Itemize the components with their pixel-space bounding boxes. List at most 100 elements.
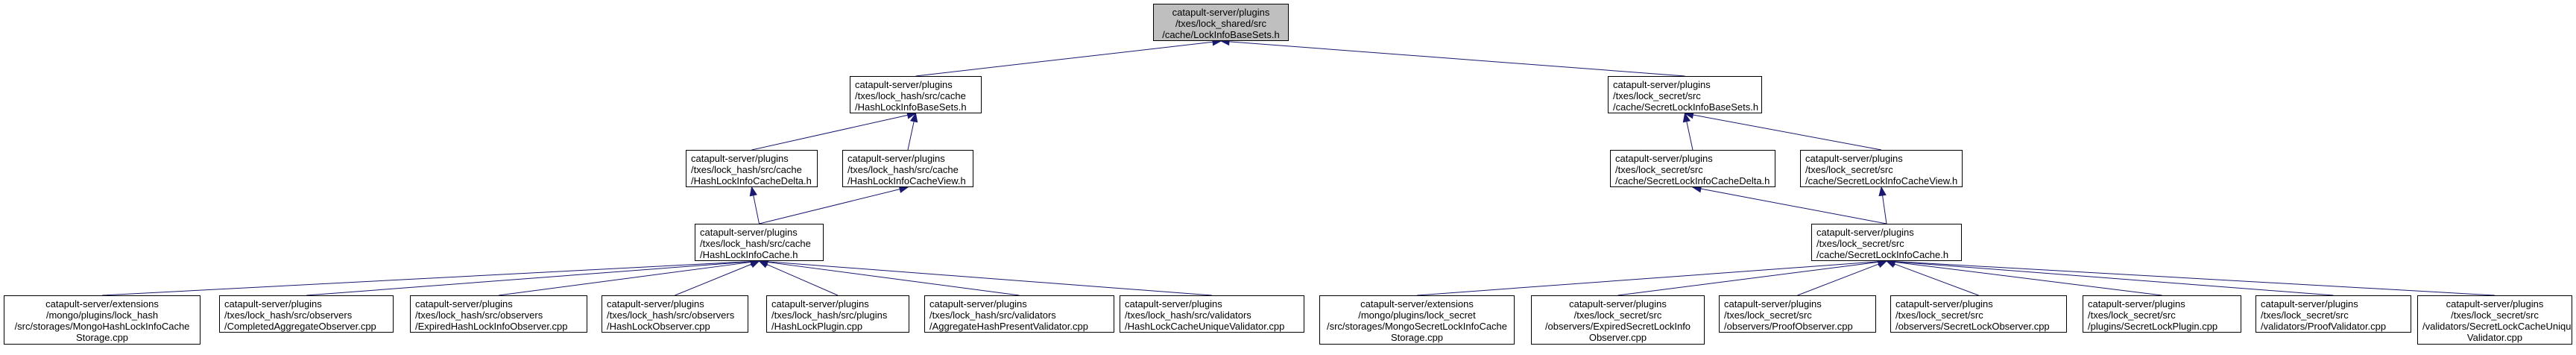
- node-hash-cache-unique[interactable]: catapult-server/plugins/txes/lock_hash/s…: [1120, 295, 1304, 333]
- node-label-line: /validators/SecretLockCacheUnique: [2422, 321, 2572, 332]
- node-label-line: catapult-server/plugins: [2446, 298, 2544, 310]
- node-hash-base-sets[interactable]: catapult-server/plugins/txes/lock_hash/s…: [850, 76, 982, 113]
- node-label-line: /cache/SecretLockInfoBaseSets.h: [1613, 101, 1759, 113]
- edge-arrowhead: [1682, 112, 1691, 123]
- edge-secret-base-sets-to-root: [1219, 37, 1685, 77]
- node-label-line: Storage.cpp: [75, 332, 129, 343]
- node-secret-base-sets[interactable]: catapult-server/plugins/txes/lock_secret…: [1608, 76, 1762, 113]
- node-label-line: /HashLockCacheUniqueValidator.cpp: [1125, 321, 1285, 332]
- node-label-line: catapult-server/plugins: [847, 153, 945, 164]
- edge-mongo-secret-to-secret-cache: [1416, 257, 1888, 296]
- node-label-line: /src/storages/MongoSecretLockInfoCache: [1326, 321, 1508, 332]
- node-proof-validator[interactable]: catapult-server/plugins/txes/lock_secret…: [2255, 295, 2411, 333]
- node-proof-observer[interactable]: catapult-server/plugins/txes/lock_secret…: [1719, 295, 1876, 333]
- node-label-line: /txes/lock_secret/src: [1573, 310, 1662, 321]
- node-hash-cache[interactable]: catapult-server/plugins/txes/lock_hash/s…: [695, 224, 824, 261]
- node-label-line: /cache/SecretLockInfoCacheDelta.h: [1615, 175, 1770, 186]
- edge-line: [1894, 261, 2162, 296]
- edge-completed-aggregate-to-hash-cache: [306, 257, 760, 296]
- edge-line: [306, 261, 751, 296]
- node-label-line: /txes/lock_secret/src: [1895, 310, 1983, 321]
- edge-secret-cache-to-secret-cache-delta: [1691, 184, 1887, 224]
- edge-secret-cache-unique-to-secret-cache: [1885, 257, 2496, 296]
- node-label-line: /HashLockInfoCacheDelta.h: [691, 175, 812, 186]
- node-hash-lock-plugin[interactable]: catapult-server/plugins/txes/lock_hash/s…: [766, 295, 909, 333]
- node-label-line: /txes/lock_secret/src: [1615, 164, 1703, 175]
- edge-hash-cache-unique-to-hash-cache: [758, 257, 1213, 296]
- edge-line: [1228, 41, 1685, 77]
- node-aggregate-hash-present[interactable]: catapult-server/plugins/txes/lock_hash/s…: [924, 295, 1114, 333]
- edge-line: [767, 261, 1213, 296]
- node-label-line: catapult-server/plugins: [607, 298, 704, 310]
- node-label-line: catapult-server/plugins: [691, 153, 789, 164]
- node-label-line: /txes/lock_hash/src/cache: [691, 164, 802, 175]
- node-label-line: /plugins/SecretLockPlugin.cpp: [2088, 321, 2218, 332]
- edge-line: [1894, 261, 2334, 296]
- edge-hash-lock-observer-to-hash-cache: [675, 260, 760, 296]
- node-label-line: /txes/lock_secret/src: [1613, 90, 1701, 101]
- edge-hash-cache-delta-to-hash-base-sets: [751, 111, 917, 151]
- edge-line: [1617, 261, 1879, 296]
- node-label-line: catapult-server/plugins: [1569, 298, 1667, 310]
- edge-line: [753, 195, 760, 224]
- node-label-line: /ExpiredHashLockInfoObserver.cpp: [415, 321, 568, 332]
- node-label-line: catapult-server/plugins: [1172, 7, 1270, 18]
- node-label-line: /CompletedAggregateObserver.cpp: [224, 321, 376, 332]
- edge-hash-cache-view-to-hash-base-sets: [907, 112, 918, 151]
- edge-line: [101, 261, 751, 296]
- edge-arrowhead: [909, 112, 918, 123]
- node-hash-cache-delta[interactable]: catapult-server/plugins/txes/lock_hash/s…: [686, 150, 818, 187]
- node-expired-secret[interactable]: catapult-server/plugins/txes/lock_secret…: [1531, 295, 1705, 345]
- node-label-line: catapult-server/plugins: [1615, 153, 1713, 164]
- node-label-line: /HashLockInfoCache.h: [700, 249, 798, 260]
- node-label-line: /txes/lock_secret/src: [1816, 238, 1904, 249]
- node-root: catapult-server/plugins/txes/lock_shared…: [1153, 4, 1289, 41]
- node-label-line: catapult-server/plugins: [415, 298, 513, 310]
- node-secret-cache-delta[interactable]: catapult-server/plugins/txes/lock_secret…: [1610, 150, 1775, 187]
- node-label-line: catapult-server/plugins: [771, 298, 869, 310]
- node-label-line: /HashLockInfoBaseSets.h: [855, 101, 967, 113]
- node-label-line: catapult-server/plugins: [1805, 153, 1903, 164]
- node-secret-cache[interactable]: catapult-server/plugins/txes/lock_secret…: [1811, 224, 1962, 261]
- node-expired-hash[interactable]: catapult-server/plugins/txes/lock_hash/s…: [410, 295, 587, 333]
- node-completed-aggregate[interactable]: catapult-server/plugins/txes/lock_hash/s…: [219, 295, 394, 333]
- node-label-line: /HashLockInfoCacheView.h: [847, 175, 966, 186]
- edge-line: [1797, 263, 1879, 296]
- node-label-line: /mongo/plugins/lock_hash: [45, 310, 159, 321]
- edge-secret-lock-observer-to-secret-cache: [1885, 260, 1979, 296]
- edge-mongo-hash-to-hash-cache: [101, 257, 760, 296]
- node-secret-cache-view[interactable]: catapult-server/plugins/txes/lock_secret…: [1800, 150, 1963, 187]
- node-label-line: /validators/ProofValidator.cpp: [2261, 321, 2387, 332]
- edge-hash-cache-to-hash-cache-view: [759, 185, 909, 224]
- node-label-line: /AggregateHashPresentValidator.cpp: [929, 321, 1088, 332]
- node-label-line: /observers/SecretLockObserver.cpp: [1895, 321, 2050, 332]
- node-label-line: /txes/lock_secret/src: [2088, 310, 2176, 321]
- node-mongo-secret[interactable]: catapult-server/extensions/mongo/plugins…: [1319, 295, 1515, 345]
- node-label-line: /txes/lock_secret/src: [2261, 310, 2349, 321]
- node-label-line: catapult-server/plugins: [1125, 298, 1222, 310]
- edge-secret-cache-delta-to-secret-base-sets: [1682, 112, 1693, 151]
- node-secret-lock-observer[interactable]: catapult-server/plugins/txes/lock_secret…: [1890, 295, 2067, 333]
- node-label-line: /src/storages/MongoHashLockInfoCache: [14, 321, 190, 332]
- node-hash-cache-view[interactable]: catapult-server/plugins/txes/lock_hash/s…: [842, 150, 973, 187]
- edge-line: [1882, 195, 1887, 224]
- node-label-line: /HashLockPlugin.cpp: [771, 321, 863, 332]
- edge-proof-validator-to-secret-cache: [1885, 257, 2334, 296]
- node-label-line: catapult-server/plugins: [1816, 227, 1914, 238]
- node-label-line: /txes/lock_secret/src: [2451, 310, 2539, 321]
- node-label-line: /observers/ExpiredSecretLockInfo: [1544, 321, 1691, 332]
- node-label-line: /cache/LockInfoBaseSets.h: [1162, 29, 1280, 40]
- node-hash-lock-observer[interactable]: catapult-server/plugins/txes/lock_hash/s…: [602, 295, 748, 333]
- node-label-line: catapult-server/plugins: [1613, 79, 1711, 90]
- node-label-line: /txes/lock_hash/src/validators: [1125, 310, 1251, 321]
- node-secret-lock-plugin[interactable]: catapult-server/plugins/txes/lock_secret…: [2083, 295, 2241, 333]
- node-label-line: Storage.cpp: [1390, 332, 1444, 343]
- node-label-line: catapult-server/plugins: [1724, 298, 1822, 310]
- node-label-line: catapult-server/plugins: [855, 79, 953, 90]
- node-label-line: /cache/SecretLockInfoCache.h: [1816, 249, 1949, 260]
- edge-line: [915, 41, 1213, 77]
- node-label-line: catapult-server/extensions: [45, 298, 159, 310]
- node-mongo-hash[interactable]: catapult-server/extensions/mongo/plugins…: [4, 295, 201, 345]
- node-secret-cache-unique[interactable]: catapult-server/plugins/txes/lock_secret…: [2417, 295, 2572, 345]
- node-label-line: /cache/SecretLockInfoCacheView.h: [1805, 175, 1958, 186]
